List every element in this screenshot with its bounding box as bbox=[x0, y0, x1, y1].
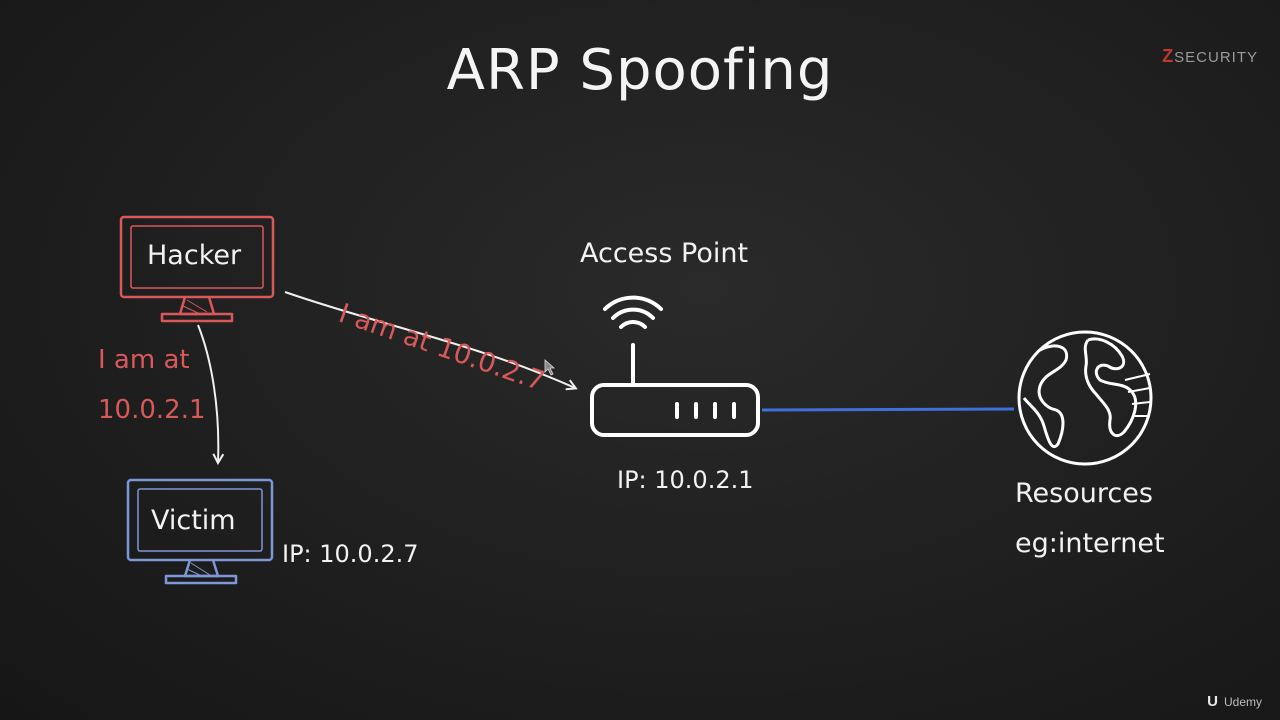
access-point-label: Access Point bbox=[580, 238, 749, 269]
slide-title: ARP Spoofing bbox=[446, 38, 834, 103]
globe-icon bbox=[1017, 330, 1153, 466]
brand-watermark: ZSECURITY bbox=[1162, 46, 1258, 67]
resources-label: Resources bbox=[1015, 478, 1153, 509]
resources-example: eg:internet bbox=[1015, 528, 1165, 559]
brand-text: SECURITY bbox=[1174, 49, 1258, 66]
hacker-monitor-icon bbox=[119, 215, 275, 323]
victim-message-line2: 10.0.2.1 bbox=[98, 395, 206, 425]
router-icon bbox=[590, 295, 760, 437]
arrow-hacker-to-victim bbox=[197, 324, 218, 462]
victim-monitor-icon bbox=[126, 478, 274, 585]
udemy-logo-icon: U bbox=[1207, 693, 1218, 710]
access-point-ip: IP: 10.0.2.1 bbox=[617, 466, 754, 494]
victim-ip: IP: 10.0.2.7 bbox=[282, 540, 419, 568]
victim-message-line1: I am at bbox=[98, 345, 190, 375]
mouse-cursor-icon bbox=[544, 359, 556, 376]
brand-mark: Z bbox=[1162, 46, 1175, 66]
footer-watermark: U Udemy bbox=[1207, 693, 1262, 710]
hacker-label: Hacker bbox=[147, 240, 242, 271]
victim-label: Victim bbox=[151, 505, 236, 536]
router-internet-link bbox=[761, 407, 1015, 412]
udemy-text: Udemy bbox=[1223, 694, 1262, 709]
arrow-hacker-to-router bbox=[284, 291, 575, 388]
